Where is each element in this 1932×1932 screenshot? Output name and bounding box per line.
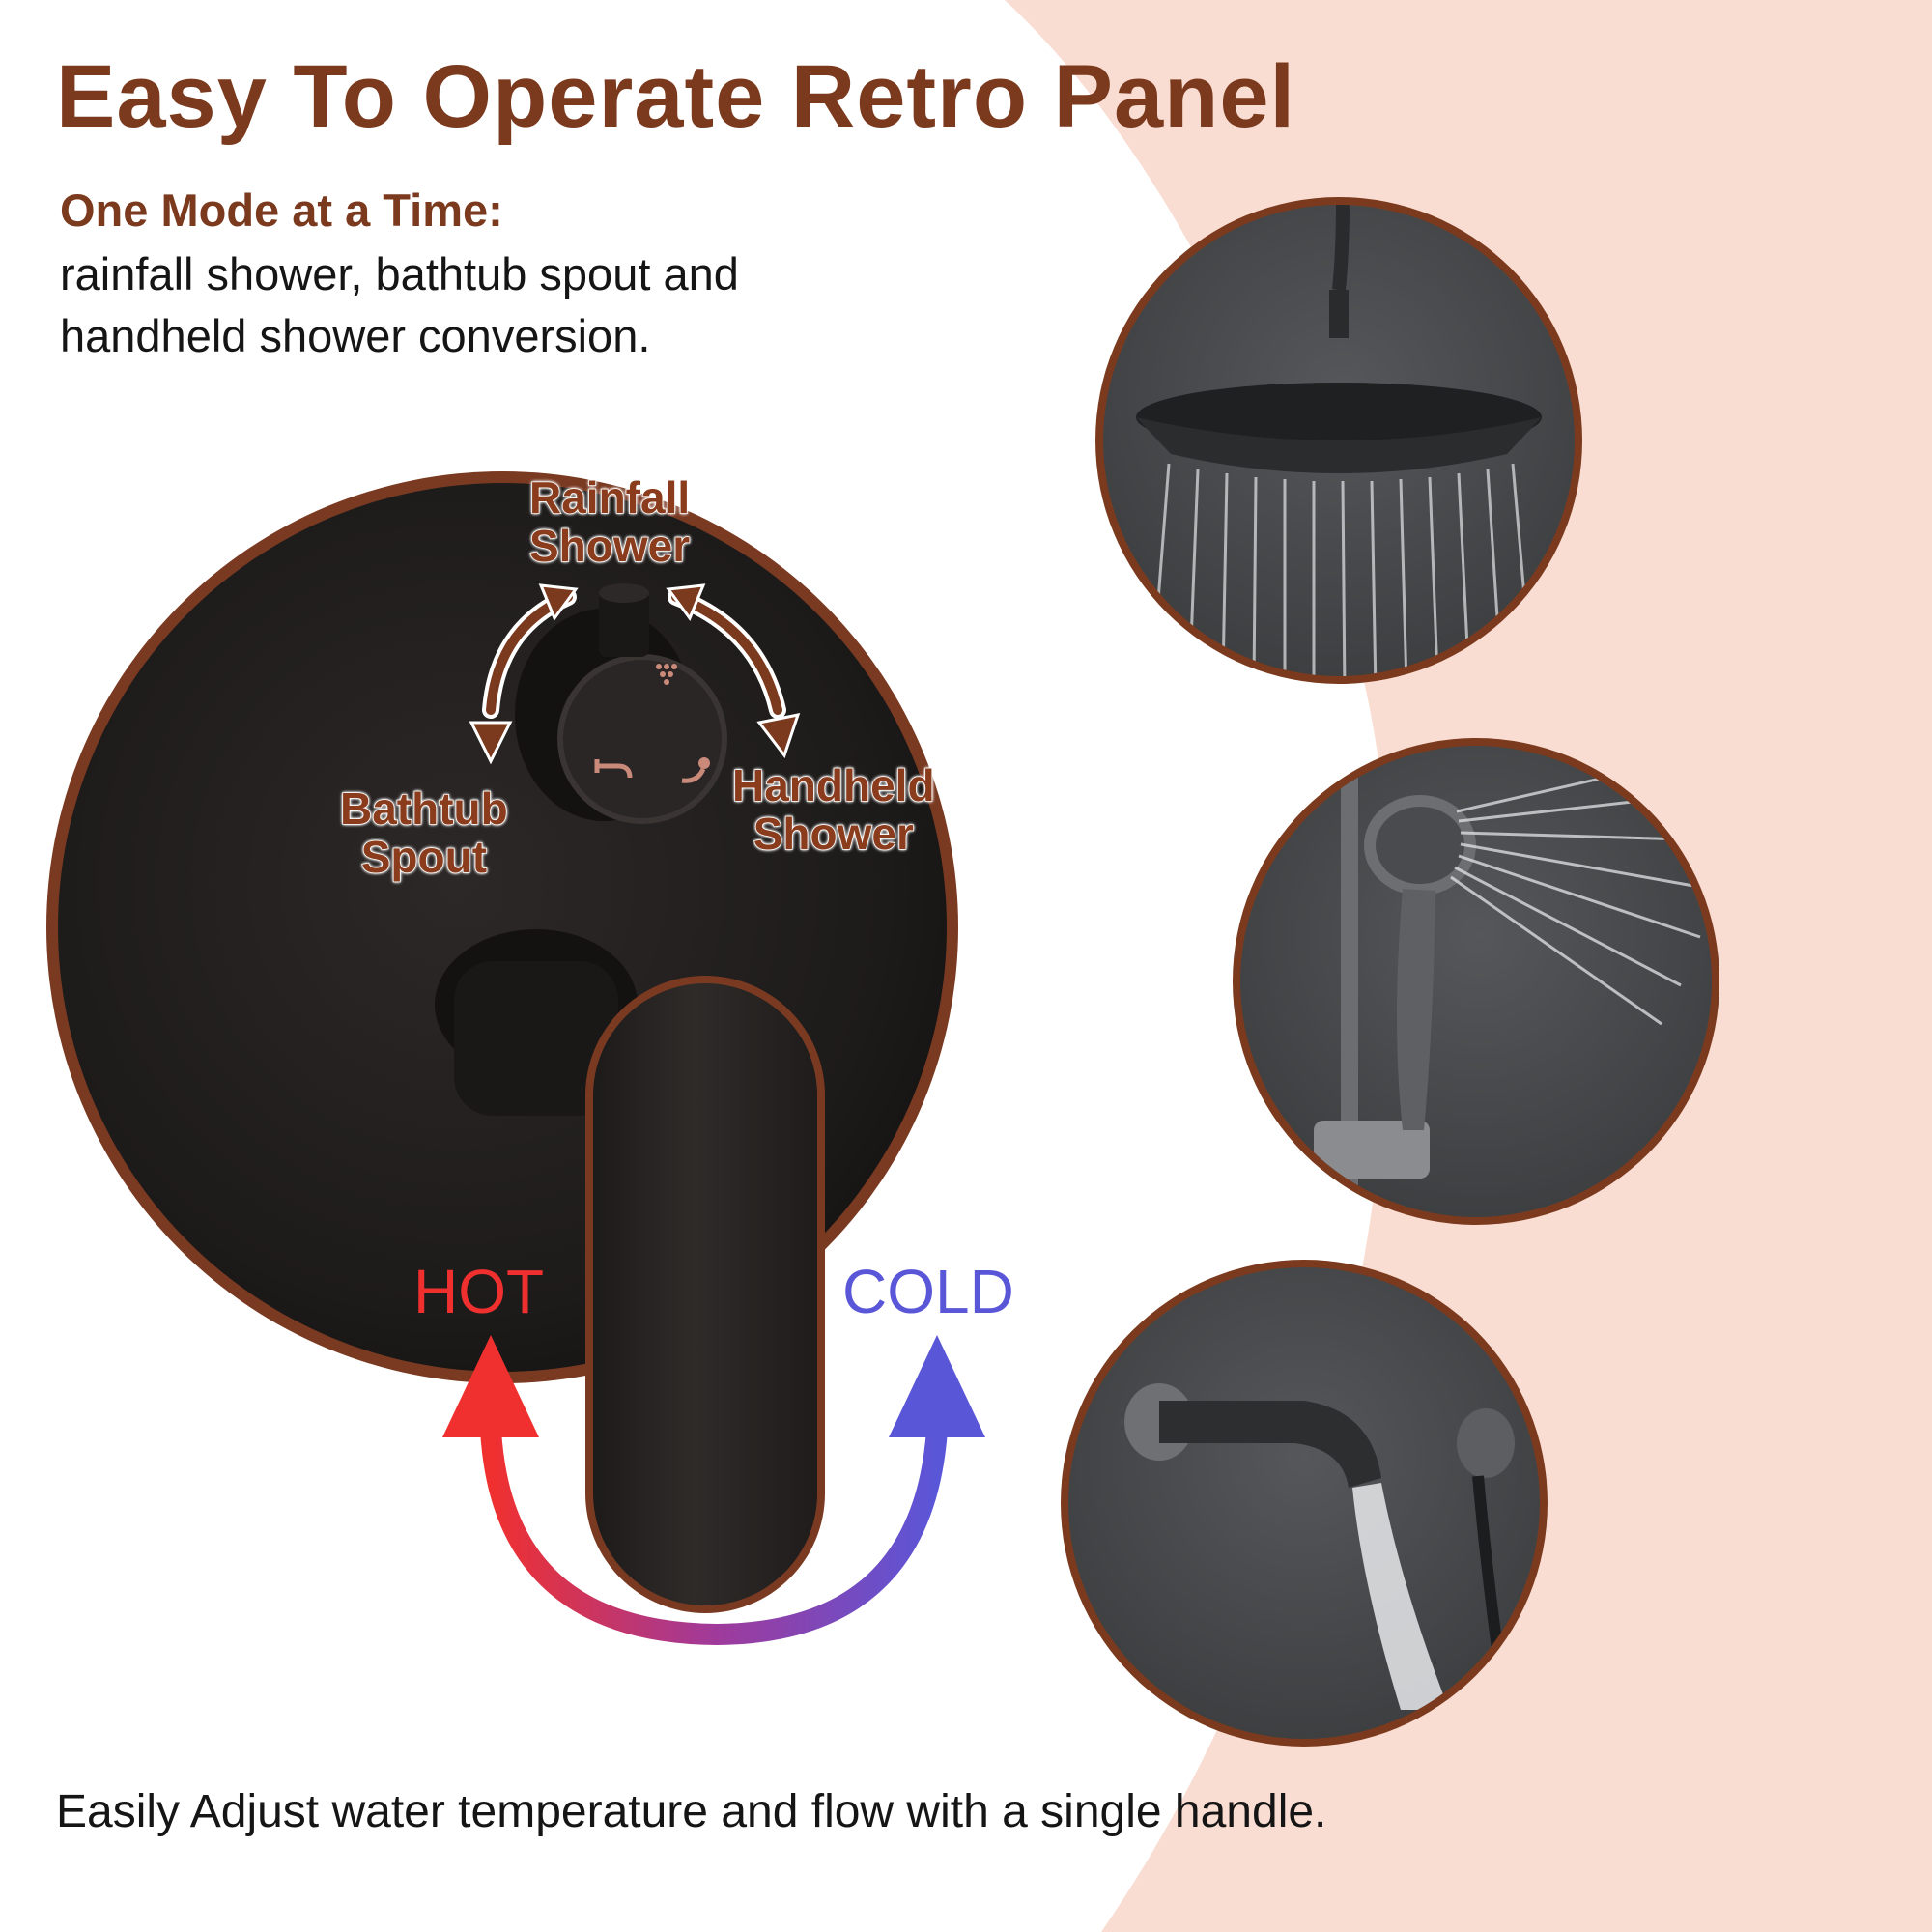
temperature-lever-handle[interactable] — [435, 929, 825, 1613]
bathtub-line-1: Bathtub — [339, 783, 508, 834]
temperature-arrow-arc — [442, 1335, 985, 1646]
page-title: Easy To Operate Retro Panel — [56, 47, 1296, 146]
mode-subheading: One Mode at a Time: — [60, 185, 503, 236]
hot-label: HOT — [413, 1257, 545, 1326]
handheld-line-1: Handheld — [731, 760, 935, 810]
bathtub-spout-photo — [1061, 1260, 1548, 1747]
arrow-heads — [469, 583, 801, 765]
handheld-shower-icon — [681, 757, 710, 783]
rainfall-line-2: Shower — [528, 521, 691, 571]
mode-label-bathtub-spout: Bathtub Spout — [339, 783, 508, 882]
handheld-shower-photo — [1233, 738, 1719, 1225]
rainfall-shower-icon — [656, 664, 677, 685]
footer-caption: Easily Adjust water temperature and flow… — [56, 1786, 1327, 1837]
description-line-1: rainfall shower, bathtub spout and — [60, 248, 739, 299]
cold-label: COLD — [842, 1257, 1014, 1326]
mode-label-rainfall-shower: Rainfall Shower — [528, 472, 691, 571]
mode-description: rainfall shower, bathtub spout and handh… — [60, 243, 739, 367]
description-line-2: handheld shower conversion. — [60, 310, 651, 361]
mode-label-handheld-shower: Handheld Shower — [731, 760, 935, 859]
rainfall-shower-photo — [1095, 197, 1582, 684]
bathtub-line-2: Spout — [360, 832, 488, 882]
rainfall-line-1: Rainfall — [528, 472, 691, 523]
handheld-line-2: Shower — [753, 809, 915, 859]
bathtub-spout-icon — [594, 759, 633, 779]
diverter-knob[interactable] — [515, 583, 727, 824]
